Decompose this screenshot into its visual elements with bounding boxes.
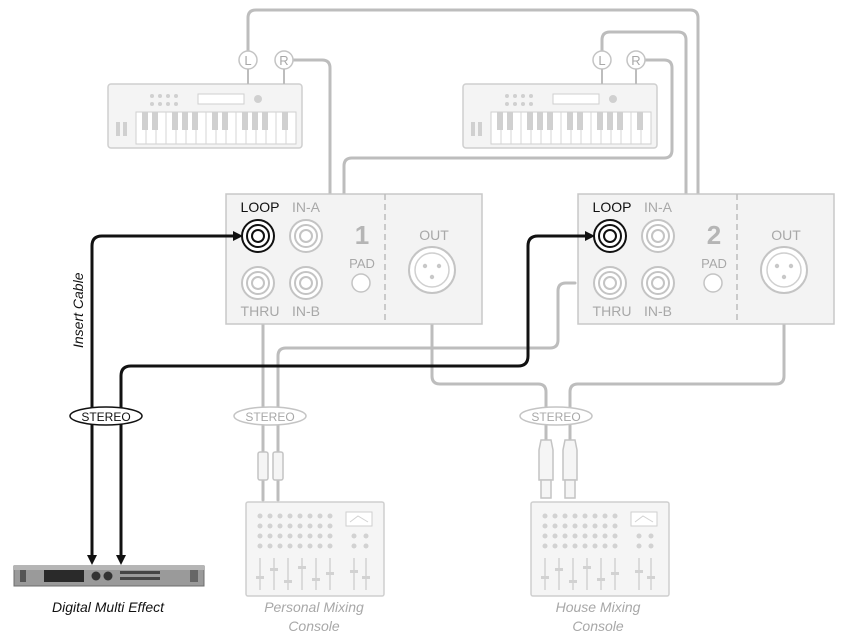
cable-thru2-to-personal xyxy=(276,281,577,462)
insert-cables xyxy=(87,231,595,565)
unit2-in-b-label: IN-B xyxy=(644,303,672,319)
stereo-badge-1: STEREO xyxy=(69,406,143,426)
cable-out1 xyxy=(430,281,548,442)
unit1-pad-button[interactable] xyxy=(351,273,371,293)
svg-text:STEREO: STEREO xyxy=(245,410,294,424)
insert-cable-label: Insert Cable xyxy=(70,272,86,348)
svg-text:STEREO: STEREO xyxy=(531,410,580,424)
personal-mixer-plugs xyxy=(257,451,284,481)
stereo-badge-3: STEREO xyxy=(519,406,593,426)
unit-2: LOOP IN-A THRU IN-B 2 PAD OUT xyxy=(577,193,835,325)
unit2-pad-button[interactable] xyxy=(703,273,723,293)
unit1-in-a-jack xyxy=(289,219,323,253)
personal-mixing-console xyxy=(245,501,385,597)
insert-cable-unit1 xyxy=(90,231,243,548)
unit2-thru-label: THRU xyxy=(593,303,632,319)
cable-out2 xyxy=(568,281,786,442)
digital-multi-effect-unit xyxy=(13,565,205,587)
house-mixer-caption-line1: House Mixing xyxy=(556,599,641,615)
kb1-left-jack-label: L xyxy=(244,53,251,68)
house-mixer-xlr-plugs xyxy=(538,439,578,499)
unit2-thru-jack xyxy=(593,266,627,300)
insert-cable-unit2 xyxy=(119,231,595,548)
unit1-in-b-jack xyxy=(289,266,323,300)
unit2-in-b-jack xyxy=(641,266,675,300)
unit2-loop-jack xyxy=(593,219,627,253)
keyboard-2: L R xyxy=(462,50,658,149)
unit2-in-a-jack xyxy=(641,219,675,253)
house-mixing-console xyxy=(530,501,670,597)
unit2-in-a-label: IN-A xyxy=(644,199,673,215)
stereo-badge-2: STEREO xyxy=(233,406,307,426)
unit1-out-label: OUT xyxy=(419,227,449,243)
unit1-thru-label: THRU xyxy=(241,303,280,319)
house-mixer-caption-line2: Console xyxy=(572,618,624,634)
gray-cables xyxy=(246,8,786,502)
unit2-pad-label: PAD xyxy=(701,256,727,271)
unit1-thru-jack xyxy=(241,266,275,300)
kb2-left-jack-label: L xyxy=(598,53,605,68)
unit1-in-a-label: IN-A xyxy=(292,199,321,215)
unit-1: LOOP IN-A THRU IN-B 1 PAD OUT xyxy=(225,193,483,325)
unit2-out-label: OUT xyxy=(771,227,801,243)
unit2-number: 2 xyxy=(707,220,721,250)
personal-mixer-caption-line1: Personal Mixing xyxy=(264,599,364,615)
kb1-right-jack-label: R xyxy=(279,53,288,68)
unit2-loop-label: LOOP xyxy=(593,199,632,215)
kb2-right-jack-label: R xyxy=(631,53,640,68)
unit1-loop-label: LOOP xyxy=(241,199,280,215)
personal-mixer-caption-line2: Console xyxy=(288,618,340,634)
unit1-loop-jack xyxy=(241,219,275,253)
unit1-pad-label: PAD xyxy=(349,256,375,271)
cable-kb1-left xyxy=(246,8,700,322)
keyboard-1: L R xyxy=(107,50,303,149)
unit1-in-b-label: IN-B xyxy=(292,303,320,319)
unit1-number: 1 xyxy=(355,220,369,250)
effect-caption: Digital Multi Effect xyxy=(52,599,165,615)
svg-text:STEREO: STEREO xyxy=(81,410,130,424)
